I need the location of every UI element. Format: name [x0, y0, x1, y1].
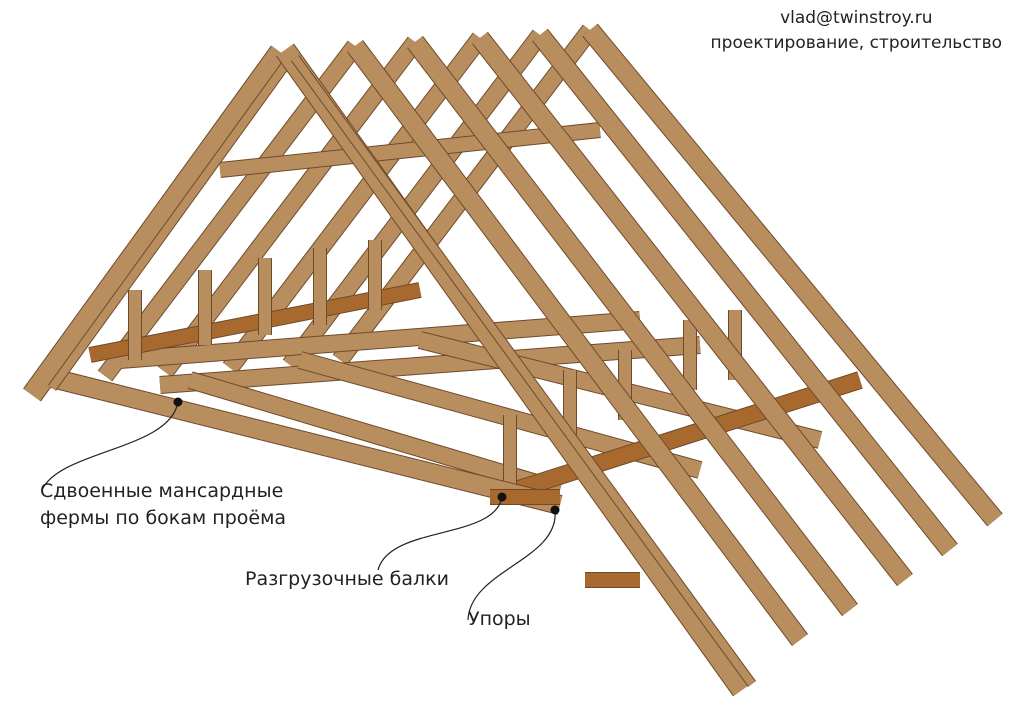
label-line: фермы по бокам проёма [40, 507, 287, 529]
label-doubled-trusses: Сдвоенные мансардные фермы по бокам проё… [40, 478, 286, 532]
relief-beam [497, 372, 863, 503]
label-relief-beams: Разгрузочные балки [245, 568, 449, 590]
rafter-right [407, 36, 858, 616]
leader-lines [41, 401, 556, 621]
author-credit: vlad@twinstroy.ru проектирование, строит… [711, 6, 1002, 56]
leader-line-relief-beams [377, 496, 503, 571]
rafter-right [472, 32, 913, 586]
author-email[interactable]: vlad@twinstroy.ru [780, 8, 933, 28]
relief-beam [88, 283, 422, 362]
rafter-right [347, 40, 808, 646]
collar-tie [219, 123, 601, 177]
bottom-chord [37, 366, 563, 514]
leader-line-supports [467, 509, 556, 621]
floor-beam [159, 337, 701, 393]
rafter-right [532, 29, 958, 556]
rafter-right [583, 24, 1002, 526]
leader-line-trusses [41, 401, 179, 491]
label-supports: Упоры [468, 608, 531, 630]
floor-joist [187, 372, 563, 498]
label-line: Сдвоенные мансардные [40, 480, 284, 502]
front-rafter-left-inner [48, 53, 296, 391]
author-tagline: проектирование, строительство [710, 33, 1002, 53]
front-rafter-left [23, 46, 289, 401]
front-rafter-right-inner [291, 55, 756, 687]
marker-dots [173, 397, 560, 515]
